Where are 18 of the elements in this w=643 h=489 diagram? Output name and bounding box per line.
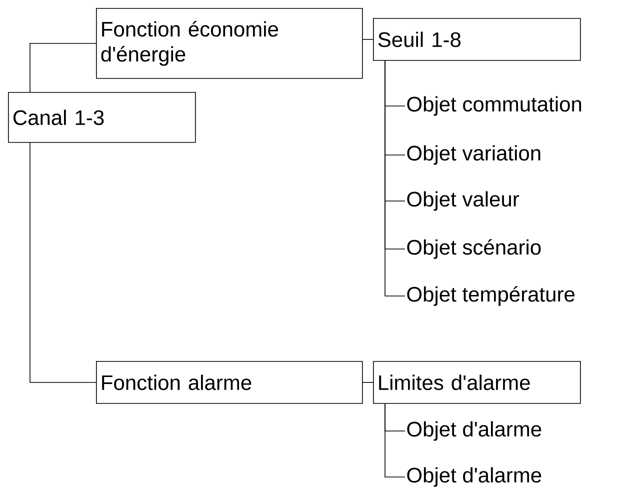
- box: Fonction alarme: [96, 361, 363, 404]
- connector-line: [362, 382, 374, 383]
- item-label: Objet d'alarme: [407, 421, 542, 441]
- box: Seuil 1-8: [373, 18, 581, 61]
- box: Limites d'alarme: [373, 361, 581, 404]
- connector-line: [30, 43, 96, 92]
- connector-line: [384, 403, 406, 478]
- item-label: Objet valeur: [407, 191, 520, 211]
- item-label: Objet scénario: [407, 239, 541, 259]
- box: Canal 1-3: [8, 92, 196, 143]
- connector-line: [384, 60, 406, 296]
- connector-line: [30, 142, 96, 383]
- item-label: Objet commutation: [407, 96, 582, 116]
- item-label: Objet d'alarme: [407, 467, 542, 487]
- box: Fonction économie d'énergie: [96, 8, 363, 79]
- connector-line: [362, 39, 374, 40]
- item-label: Objet température: [407, 286, 574, 306]
- item-label: Objet variation: [407, 145, 540, 165]
